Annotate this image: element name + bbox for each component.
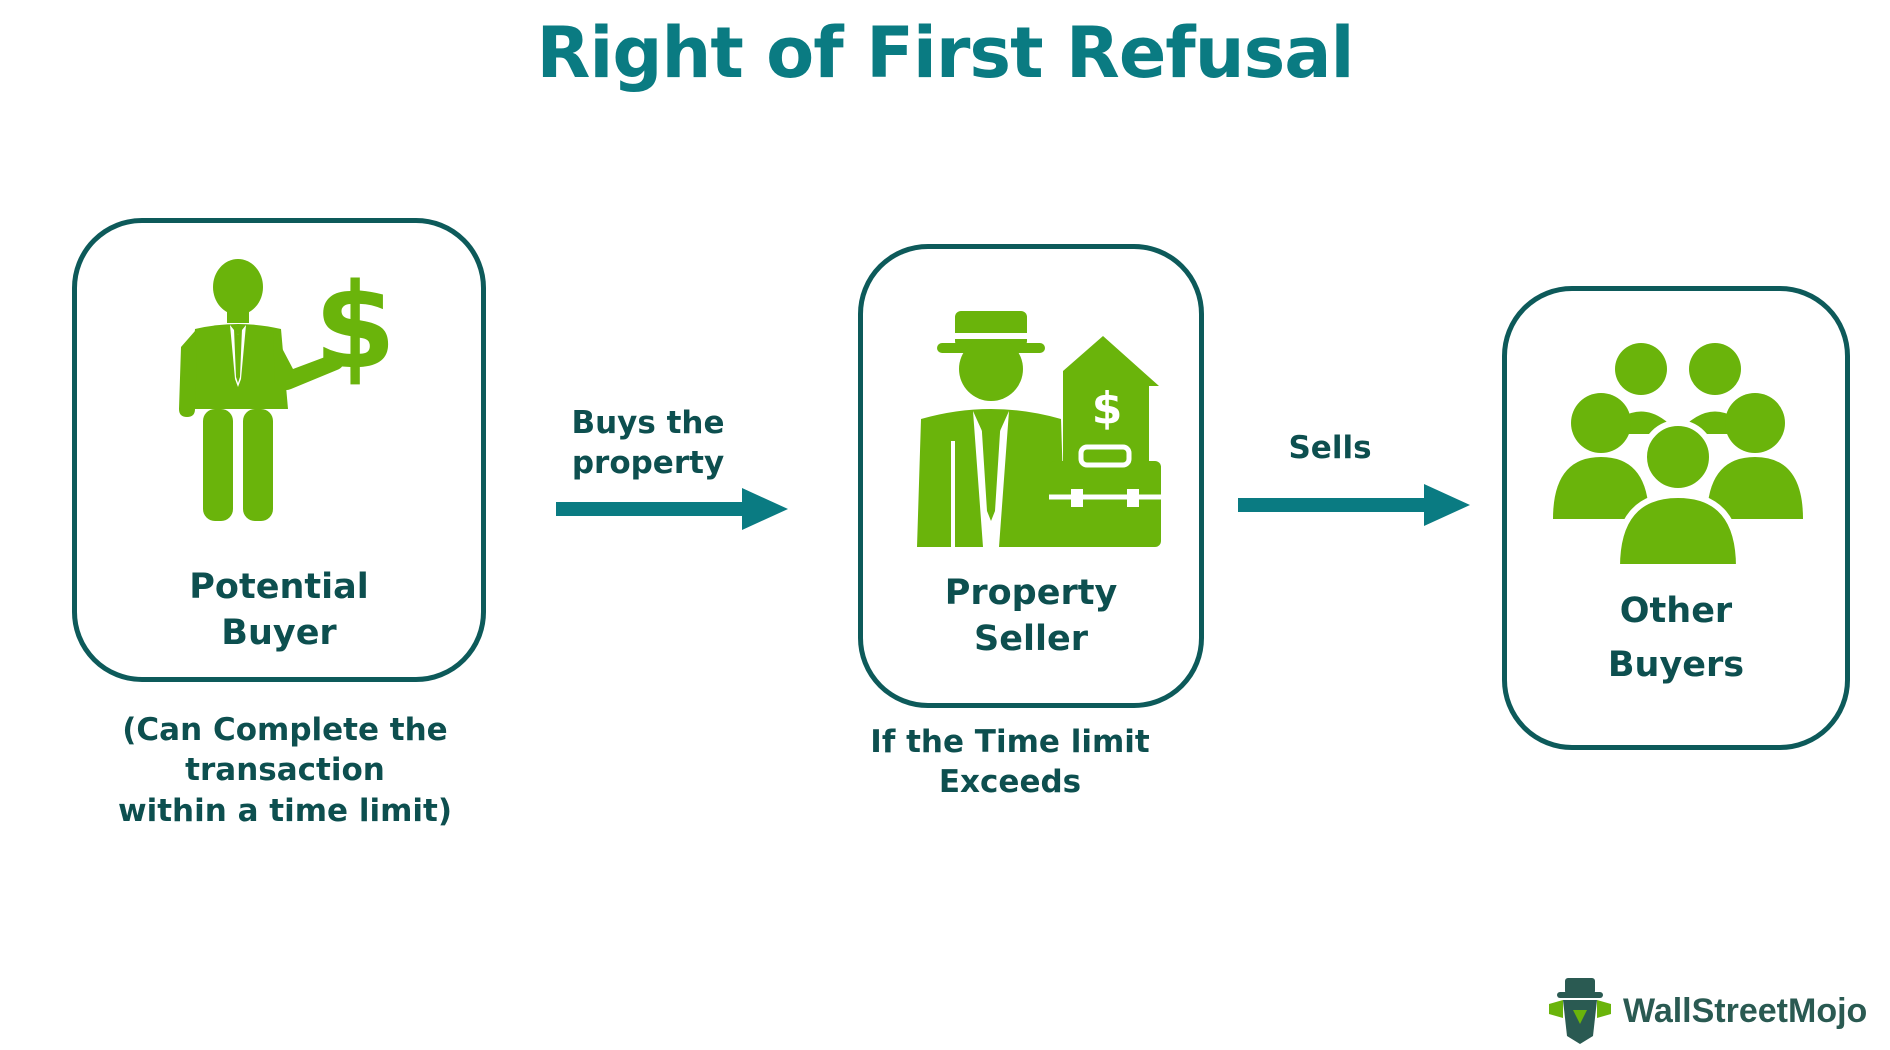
svg-text:$: $	[314, 259, 393, 395]
property-seller-box: $ Property Seller	[858, 244, 1204, 708]
buys-property-label: Buys the property	[571, 405, 725, 482]
people-group-icon	[1553, 343, 1803, 569]
svg-text:$: $	[1092, 383, 1123, 434]
property-seller-label: Property Seller	[944, 573, 1118, 659]
seller-time-limit-note: If the Time limit Exceeds	[870, 724, 1150, 801]
wallstreetmojo-logo-icon	[1549, 978, 1611, 1044]
brand-logo: WallStreetMojo	[1545, 976, 1867, 1046]
sells-label: Sells	[1288, 430, 1372, 466]
other-buyers-box: Other Buyers	[1502, 286, 1850, 750]
businessman-dollar-icon: $	[179, 259, 393, 521]
page-title: Right of First Refusal	[536, 12, 1355, 94]
seller-house-briefcase-icon: $	[917, 311, 1161, 547]
potential-buyer-box: $ Potential Buyer	[72, 218, 486, 682]
arrow-right-icon	[1238, 484, 1470, 526]
arrow-right-icon	[556, 488, 788, 530]
other-buyers-label: Other Buyers	[1607, 591, 1745, 685]
brand-name: WallStreetMojo	[1623, 991, 1868, 1030]
buyer-time-limit-note: (Can Complete the transaction within a t…	[117, 712, 453, 829]
potential-buyer-label: Potential Buyer	[189, 567, 369, 653]
